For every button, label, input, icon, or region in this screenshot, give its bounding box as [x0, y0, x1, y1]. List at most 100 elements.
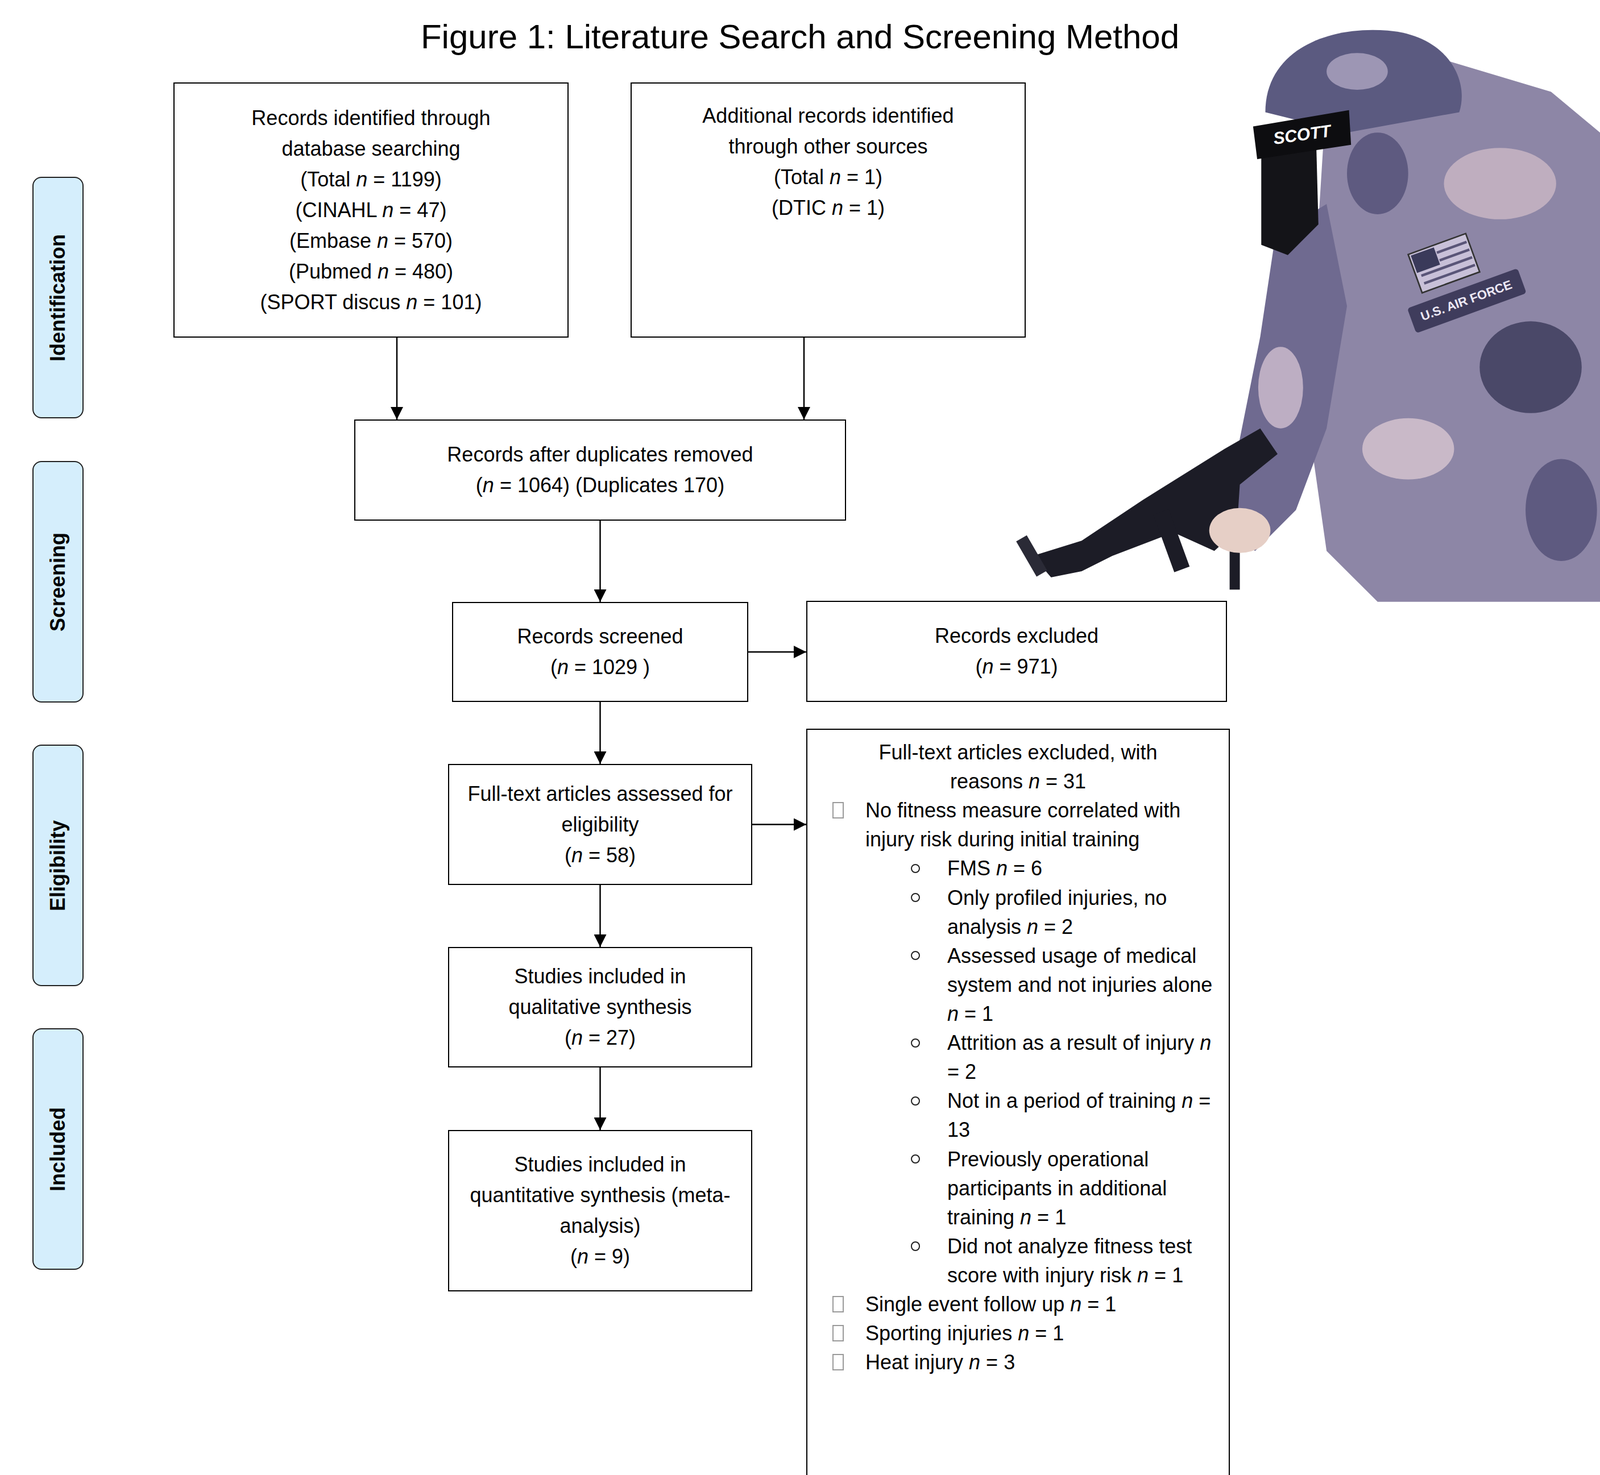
process-box: Records excluded(n = 971) — [806, 600, 1228, 703]
process-box: Studies included in quantitative synthes… — [448, 1130, 753, 1292]
variable-letter: n — [557, 655, 569, 679]
flow-arrow — [599, 1067, 601, 1131]
box-count: (CINAHL n = 47) — [208, 195, 534, 226]
variable-letter: n — [981, 655, 994, 679]
exclusion-list-box: Full-text articles excluded, with reason… — [806, 728, 1230, 1475]
box-heading: Additional records identified through ot… — [665, 100, 991, 163]
list-item: Sporting injuries n = 1 — [807, 1319, 1216, 1349]
checkbox-bullet — [832, 1325, 844, 1342]
rifle — [1032, 428, 1278, 578]
stage-label: Eligibility — [46, 819, 70, 911]
variable-letter: n — [571, 1026, 583, 1050]
checkbox-bullet — [832, 1354, 844, 1371]
checkbox-bullet — [832, 802, 844, 819]
variable-letter: n — [382, 198, 394, 222]
variable-letter: n — [1199, 1031, 1212, 1055]
rifle-magazine — [1153, 509, 1190, 573]
soldier-figure — [1016, 30, 1600, 603]
diagram-title: Figure 1: Literature Search and Screenin… — [0, 17, 1600, 57]
box-heading: Records identified through database sear… — [208, 102, 534, 165]
list-item-text: Previously operational participants in a… — [947, 1145, 1216, 1233]
list-subitem: Attrition as a result of injury n = 2 — [807, 1028, 1216, 1087]
stage-label: Screening — [46, 532, 70, 632]
air-force-tab — [1407, 268, 1527, 334]
flow-arrow — [599, 520, 601, 603]
variable-letter: n — [1017, 1321, 1030, 1346]
flag-patch — [1408, 233, 1481, 293]
box-count: (n = 971) — [830, 651, 1204, 683]
variable-letter: n — [1181, 1089, 1193, 1113]
variable-letter: n — [1070, 1292, 1082, 1317]
list-item: Heat injury n = 3 — [807, 1348, 1216, 1378]
variable-letter: n — [1026, 915, 1039, 939]
box-count: (n = 58) — [466, 840, 735, 872]
camo-patch — [1479, 321, 1582, 414]
list-item-text: Did not analyze fitness test score with … — [947, 1232, 1216, 1291]
variable-letter: n — [376, 229, 389, 253]
camo-patch — [1525, 459, 1598, 562]
variable-letter: n — [355, 167, 368, 192]
circle-bullet — [910, 1241, 920, 1251]
checkbox-bullet — [832, 1296, 844, 1313]
variable-letter: n — [577, 1245, 589, 1269]
flow-arrow — [748, 651, 807, 654]
variable-letter: n — [996, 856, 1008, 881]
box-count: (Embase n = 570) — [208, 225, 534, 257]
box-count: (Total n = 1) — [665, 162, 991, 193]
list-heading: Full-text articles excluded, with reason… — [843, 738, 1193, 797]
box-heading: Records screened — [470, 621, 731, 653]
stage-label: Included — [46, 1107, 70, 1192]
box-heading: Records after duplicates removed — [378, 439, 823, 471]
flow-arrow — [396, 337, 399, 420]
stage-band: Eligibility — [32, 744, 84, 987]
list-item-text: Assessed usage of medical system and not… — [947, 941, 1216, 1029]
list-item: Single event follow up n = 1 — [807, 1290, 1216, 1320]
list-subitem: FMS n = 6 — [807, 854, 1216, 884]
process-box: Records identified through database sear… — [173, 82, 569, 338]
variable-letter: n — [405, 290, 418, 314]
helmet — [1265, 30, 1462, 134]
hand — [1209, 508, 1271, 554]
stage-band: Identification — [32, 176, 84, 419]
camo-patch — [1346, 132, 1409, 215]
process-box: Additional records identified through ot… — [630, 82, 1026, 338]
circle-bullet — [910, 1038, 920, 1048]
variable-letter: n — [1020, 1205, 1032, 1230]
goggle-band — [1253, 110, 1351, 160]
list-subitem: Did not analyze fitness test score with … — [807, 1232, 1216, 1291]
stage-band: Included — [32, 1028, 84, 1271]
box-heading: Records excluded — [830, 620, 1204, 652]
list-subitem: Not in a period of training n = 13 — [807, 1086, 1216, 1145]
variable-letter: n — [831, 196, 844, 220]
variable-letter: n — [968, 1350, 981, 1375]
camo-patch — [1258, 346, 1304, 429]
flow-arrow — [599, 885, 601, 948]
variable-letter: n — [1028, 769, 1040, 794]
box-count: (DTIC n = 1) — [665, 192, 991, 224]
flag-canton — [1410, 247, 1441, 273]
list-subitem: Assessed usage of medical system and not… — [807, 941, 1216, 1029]
box-count: (n = 1064) (Duplicates 170) — [378, 470, 823, 501]
box-count: (SPORT discus n = 101) — [208, 287, 534, 318]
box-heading: Full-text articles assessed for eligibil… — [466, 778, 735, 841]
variable-letter: n — [947, 1002, 959, 1026]
face-mask — [1261, 147, 1319, 255]
list-item-text: No fitness measure correlated with injur… — [865, 796, 1216, 855]
flow-arrow — [803, 337, 806, 420]
box-heading: Studies included in quantitative synthes… — [466, 1149, 735, 1242]
circle-bullet — [910, 1154, 920, 1164]
process-box: Records after duplicates removed(n = 106… — [354, 419, 847, 521]
list-item-text: Not in a period of training n = 13 — [947, 1086, 1216, 1145]
circle-bullet — [910, 893, 920, 903]
camo-patch — [1362, 418, 1455, 480]
box-heading: Studies included in qualitative synthesi… — [466, 961, 735, 1023]
list-item-text: Heat injury n = 3 — [865, 1348, 1216, 1378]
list-subitem: Previously operational participants in a… — [807, 1145, 1216, 1233]
variable-letter: n — [829, 165, 841, 189]
camo-patch — [1326, 52, 1388, 90]
box-count: (Total n = 1199) — [208, 164, 534, 196]
list-item-text: Sporting injuries n = 1 — [865, 1319, 1216, 1349]
list-item-text: Attrition as a result of injury n = 2 — [947, 1028, 1216, 1087]
stage-band: Screening — [32, 461, 84, 703]
box-count: (n = 9) — [466, 1241, 735, 1273]
